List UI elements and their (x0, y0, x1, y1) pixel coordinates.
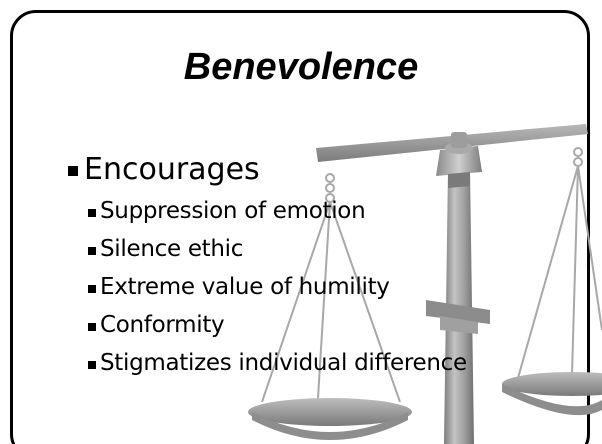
square-bullet-icon (68, 166, 78, 176)
square-bullet-icon (88, 322, 96, 331)
sub-bullet-item: Suppression of emotion (68, 192, 467, 230)
bullet-text: Encourages (84, 151, 260, 187)
bullet-list: Encourages Suppression of emotion Silenc… (68, 146, 467, 382)
sub-bullet-item: Conformity (68, 306, 467, 344)
left-pan-chains (261, 173, 401, 403)
right-pan (502, 372, 602, 416)
slide-title: Benevolence (183, 46, 419, 88)
sub-bullet-item: Silence ethic (68, 230, 467, 268)
sub-bullet-text: Suppression of emotion (100, 198, 366, 224)
scale-beam (316, 124, 588, 188)
sub-bullet-item: Stigmatizes individual difference (68, 344, 467, 382)
sub-bullet-item: Extreme value of humility (68, 268, 467, 306)
sub-bullet-text: Stigmatizes individual difference (100, 350, 467, 376)
sub-bullet-text: Conformity (100, 312, 225, 338)
bullet-item: Encourages (68, 146, 467, 192)
slide-frame (10, 10, 590, 444)
sub-bullet-text: Silence ethic (100, 236, 244, 262)
right-pan-chains (517, 147, 602, 379)
square-bullet-icon (88, 284, 96, 293)
square-bullet-icon (88, 208, 96, 217)
square-bullet-icon (88, 360, 96, 369)
square-bullet-icon (88, 246, 96, 255)
scale-post (426, 170, 490, 444)
left-pan (248, 398, 412, 440)
sub-bullet-text: Extreme value of humility (100, 274, 390, 300)
